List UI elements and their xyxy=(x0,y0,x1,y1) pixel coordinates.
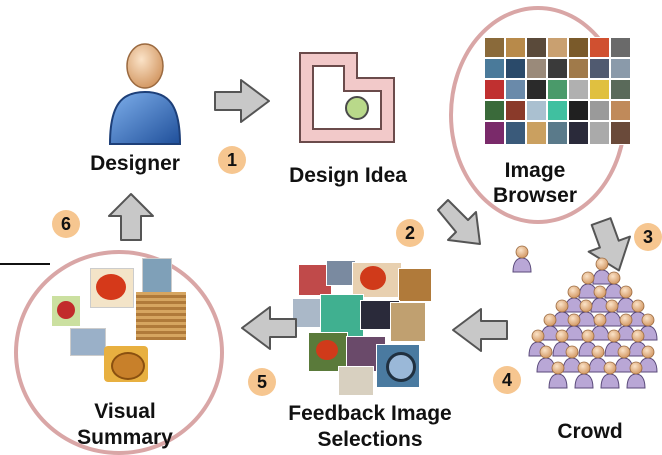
feedback-label-line2: Selections xyxy=(317,428,423,451)
arrow-right-icon xyxy=(214,79,270,123)
image-browser-label-line1: Image xyxy=(504,159,566,182)
arrow-down-right-icon xyxy=(437,199,481,245)
arrow-left-icon xyxy=(241,306,297,350)
summary-bowl xyxy=(104,346,148,382)
arrow-left-icon xyxy=(452,308,508,352)
crowd-icon xyxy=(512,245,658,389)
step-badge-5: 5 xyxy=(248,368,276,396)
crowd-label: Crowd xyxy=(557,420,623,443)
designer-person-icon xyxy=(108,43,182,145)
design-idea-label: Design Idea xyxy=(289,164,407,187)
step-badge-6: 6 xyxy=(52,210,80,238)
visual-summary-label-line2: Summary xyxy=(77,426,173,449)
feedback-collage xyxy=(290,258,440,398)
feedback-label-line1: Feedback Image xyxy=(288,402,452,425)
floor-plan-icon xyxy=(299,52,395,143)
image-browser-label-line2: Browser xyxy=(492,184,578,207)
step-badge-1: 1 xyxy=(218,146,246,174)
summary-strawberry xyxy=(52,296,80,326)
step-badge-2: 2 xyxy=(396,219,424,247)
summary-texture xyxy=(136,292,186,340)
summary-window xyxy=(142,258,172,298)
summary-screen xyxy=(70,328,106,356)
visual-summary-ring xyxy=(14,250,224,455)
step-badge-4: 4 xyxy=(493,366,521,394)
arrow-down-icon xyxy=(587,217,631,272)
image-browser-grid xyxy=(484,37,631,145)
divider-line xyxy=(0,263,50,265)
arrow-up-icon xyxy=(108,193,154,241)
designer-label: Designer xyxy=(90,152,180,175)
step-badge-3: 3 xyxy=(634,223,662,251)
summary-tomato xyxy=(90,268,134,308)
visual-summary-label-line1: Visual xyxy=(94,400,156,423)
